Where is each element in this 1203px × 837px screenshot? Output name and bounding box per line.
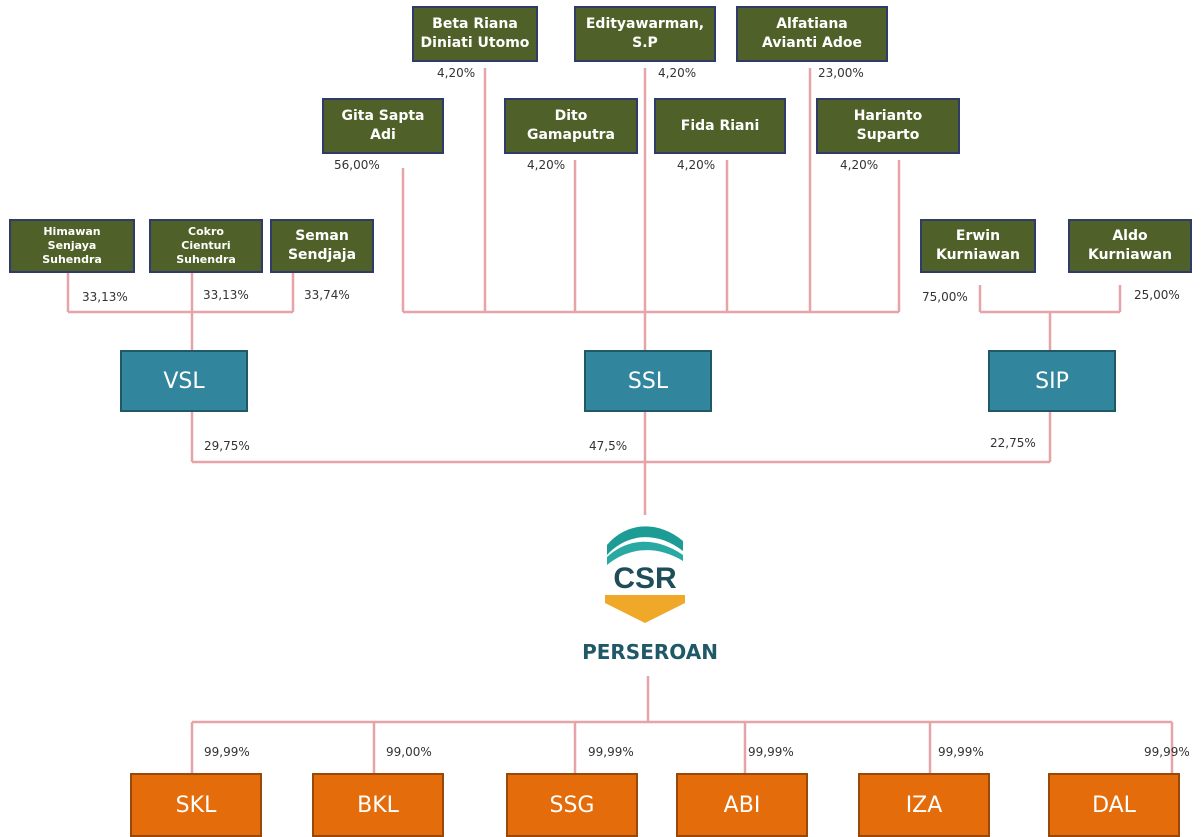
owner-box-alfatiana: Alfatiana Avianti Adoe <box>736 6 888 62</box>
pct-sip: 22,75% <box>990 436 1036 450</box>
pct-himawan: 33,13% <box>82 290 128 304</box>
subsidiary-box-ssg: SSG <box>506 773 638 837</box>
pct-bkl: 99,00% <box>386 745 432 759</box>
pct-cokro: 33,13% <box>203 288 249 302</box>
owner-box-gita-sapta: Gita Sapta Adi <box>322 98 444 154</box>
holding-box-ssl: SSL <box>584 350 712 412</box>
owner-box-aldo: Aldo Kurniawan <box>1068 219 1192 273</box>
holding-box-vsl: VSL <box>120 350 248 412</box>
csr-logo: CSR <box>605 526 685 623</box>
pct-beta-riana: 4,20% <box>437 66 476 80</box>
pct-ssl: 47,5% <box>589 439 628 453</box>
subsidiary-box-abi: ABI <box>676 773 808 837</box>
pct-skl: 99,99% <box>204 745 250 759</box>
owner-box-fida-riani: Fida Riani <box>654 98 786 154</box>
owner-box-dito: Dito Gamaputra <box>504 98 638 154</box>
pct-fida-riani: 4,20% <box>677 158 716 172</box>
subsidiary-box-dal: DAL <box>1048 773 1180 837</box>
pct-harianto: 4,20% <box>840 158 879 172</box>
owner-box-edityawarman: Edityawarman, S.P <box>574 6 716 62</box>
logo-base <box>605 595 685 623</box>
owner-box-erwin: Erwin Kurniawan <box>920 219 1036 273</box>
pct-seman: 33,74% <box>304 288 350 302</box>
subsidiary-box-iza: IZA <box>858 773 990 837</box>
pct-iza: 99,99% <box>938 745 984 759</box>
owner-box-himawan: Himawan Senjaya Suhendra <box>9 219 135 273</box>
pct-dal: 99,99% <box>1144 745 1190 759</box>
owner-box-seman: Seman Sendjaja <box>270 219 374 273</box>
pct-aldo: 25,00% <box>1134 288 1180 302</box>
holding-box-sip: SIP <box>988 350 1116 412</box>
pct-dito: 4,20% <box>527 158 566 172</box>
subsidiary-box-bkl: BKL <box>312 773 444 837</box>
pct-abi: 99,99% <box>748 745 794 759</box>
owner-box-cokro: Cokro Cienturi Suhendra <box>149 219 263 273</box>
owner-box-harianto: Harianto Suparto <box>816 98 960 154</box>
perseroan-caption: PERSEROAN <box>582 640 718 664</box>
logo-text: CSR <box>613 562 677 595</box>
pct-ssg: 99,99% <box>588 745 634 759</box>
subsidiary-box-skl: SKL <box>130 773 262 837</box>
logo-wave-mid <box>607 541 683 565</box>
pct-erwin: 75,00% <box>922 290 968 304</box>
pct-gita-sapta: 56,00% <box>334 158 380 172</box>
pct-alfatiana: 23,00% <box>818 66 864 80</box>
pct-edityawarman: 4,20% <box>658 66 697 80</box>
pct-vsl: 29,75% <box>204 439 250 453</box>
logo-wave-top <box>607 526 683 555</box>
owner-box-beta-riana: Beta Riana Diniati Utomo <box>412 6 538 62</box>
